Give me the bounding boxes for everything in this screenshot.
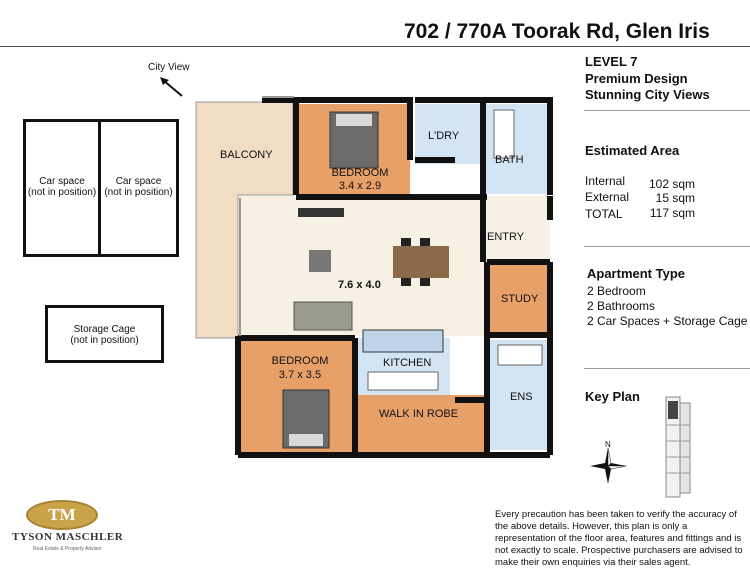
shower — [493, 109, 515, 159]
apartment-item-1: 2 Bedroom — [587, 284, 646, 298]
bedroom-1-size: 3.4 x 2.9 — [338, 180, 382, 192]
study-label: STUDY — [501, 293, 539, 305]
area-internal-label: Internal — [585, 174, 626, 188]
entry-label: ENTRY — [487, 231, 525, 243]
living-size: 7.6 x 4.0 — [338, 279, 381, 291]
area-external-value: 15 sqm — [655, 191, 695, 205]
logo-name: TYSON MASCHLER — [12, 531, 124, 543]
area-total-value: 117 sqm — [649, 206, 695, 220]
bedroom-2-label: BEDROOM — [271, 355, 329, 367]
area-internal-value: 102 sqm — [648, 177, 695, 191]
kitchen-label: KITCHEN — [383, 357, 432, 369]
storage-cage — [45, 305, 164, 363]
laundry-area — [415, 104, 480, 164]
sofa — [293, 301, 353, 331]
ensuite-label: ENS — [510, 391, 533, 403]
summary-line-2: Stunning City Views — [585, 87, 710, 102]
bath-label: BATH — [495, 154, 524, 166]
study-area — [490, 264, 550, 332]
logo-monogram: TM — [26, 500, 98, 530]
panel-divider-2 — [584, 246, 750, 247]
kitchen-bench — [367, 371, 439, 391]
laundry-label: L'DRY — [428, 130, 460, 142]
level-label: LEVEL 7 — [585, 54, 638, 69]
logo-tagline: Real Estate & Property Advisor — [33, 546, 102, 552]
city-view-label: City View — [148, 62, 190, 73]
storage-cage-label: Storage Cage (not in position) — [70, 324, 139, 346]
area-external-label: External — [585, 190, 630, 204]
entry-area — [487, 196, 550, 262]
kitchen-island — [362, 329, 444, 353]
key-plan-apartment-highlight — [668, 401, 678, 419]
walk-in-robe-label: WALK IN ROBE — [379, 408, 459, 420]
apartment-item-2: 2 Bathrooms — [587, 299, 656, 313]
compass-icon — [590, 448, 626, 484]
car-space-2-label: Car space (not in position) — [104, 176, 173, 198]
city-view-arrow-icon — [160, 77, 183, 97]
bedroom-1-label: BEDROOM — [331, 167, 389, 179]
windows — [239, 96, 294, 336]
balcony-label: BALCONY — [220, 149, 273, 161]
car-space-2 — [98, 119, 179, 257]
dining-table — [393, 246, 449, 278]
apartment-type-title: Apartment Type — [587, 266, 685, 281]
key-plan-title: Key Plan — [585, 389, 640, 404]
key-plan-diagram — [665, 396, 691, 498]
panel-divider-3 — [584, 368, 750, 369]
north-label: N — [605, 440, 611, 449]
header-divider — [0, 46, 750, 47]
property-address: 702 / 770A Toorak Rd, Glen Iris — [404, 20, 710, 43]
car-space-1-label: Car space (not in position) — [27, 176, 97, 198]
walk-in-robe-area — [355, 395, 485, 452]
disclaimer: Every precaution has been taken to verif… — [495, 509, 743, 568]
walls — [235, 97, 553, 458]
panel-divider-1 — [584, 110, 750, 111]
car-space-1 — [23, 119, 101, 257]
area-total-label: TOTAL — [585, 207, 623, 221]
tv-unit — [298, 208, 344, 217]
ensuite-bath — [497, 344, 543, 366]
coffee-table — [309, 250, 331, 272]
apartment-item-3: 2 Car Spaces + Storage Cage — [587, 314, 748, 328]
area-title: Estimated Area — [585, 143, 680, 158]
bedroom-2-size: 3.7 x 3.5 — [278, 369, 322, 381]
summary-line-1: Premium Design — [585, 71, 688, 86]
living-area — [240, 196, 487, 336]
